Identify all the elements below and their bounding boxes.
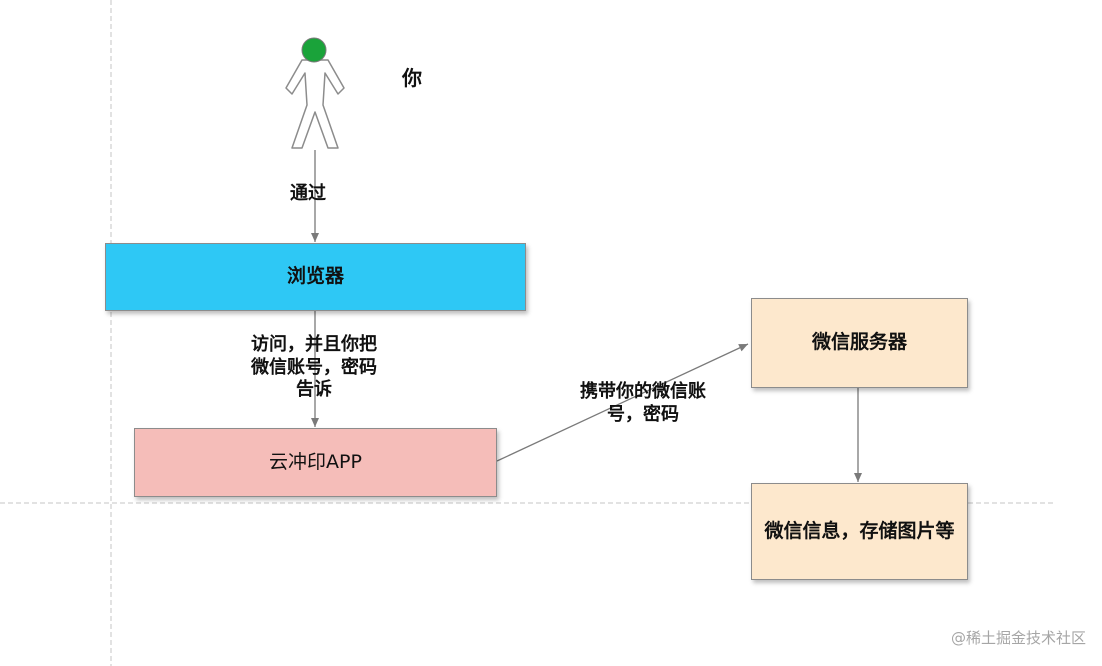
- edge-label-access: 访问，并且你把微信账号，密码告诉: [251, 334, 377, 400]
- watermark: @稀土掘金技术社区: [950, 629, 1086, 647]
- node-wechat-server-label: 微信服务器: [811, 331, 907, 354]
- node-wechat-info: 微信信息，存储图片等: [751, 483, 968, 580]
- person-label: 你: [402, 66, 422, 90]
- node-browser-label: 浏览器: [286, 265, 344, 288]
- edge-app-to-server: [496, 343, 749, 462]
- edge-label-carry: 携带你的微信账号，密码: [580, 381, 706, 425]
- person-head: [301, 37, 327, 63]
- node-wechat-info-label: 微信信息，存储图片等: [764, 519, 955, 542]
- node-app-label: 云冲印APP: [269, 450, 362, 473]
- node-app: 云冲印APP: [134, 428, 497, 497]
- edge-label-via: 通过: [290, 183, 326, 204]
- person-icon: [285, 37, 345, 149]
- node-browser: 浏览器: [105, 243, 526, 311]
- node-wechat-server: 微信服务器: [751, 298, 968, 388]
